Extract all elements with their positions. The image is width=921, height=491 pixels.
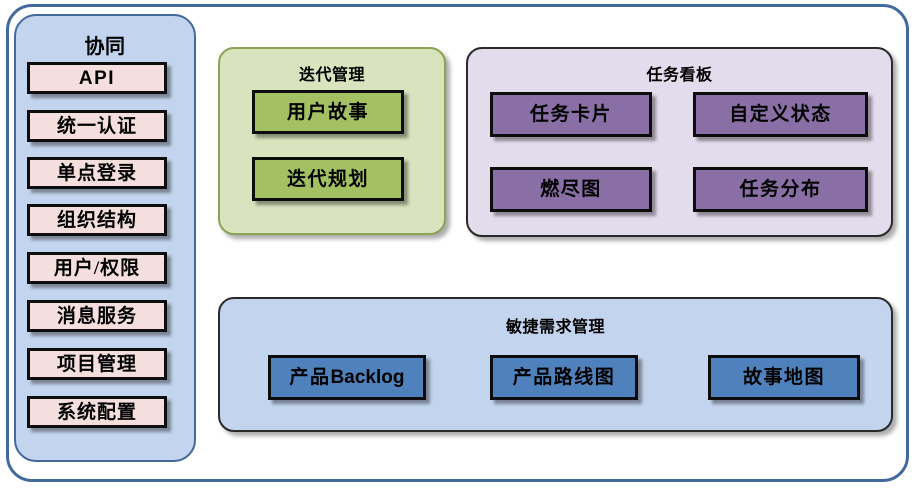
task-board-title: 任务看板: [646, 67, 713, 84]
sidebar-item-api[interactable]: API: [27, 62, 167, 94]
agile-item-story-map[interactable]: 故事地图: [708, 355, 860, 400]
iteration-management-panel: 迭代管理: [218, 47, 446, 235]
sidebar-title: 协同: [84, 36, 126, 58]
iteration-item-iteration-plan[interactable]: 迭代规划: [252, 157, 404, 201]
sidebar-item-system-config[interactable]: 系统配置: [27, 396, 167, 428]
agile-item-product-backlog-cjk: 产品: [289, 367, 331, 388]
task-board-item-task-distribution[interactable]: 任务分布: [693, 167, 868, 212]
outer-frame: [6, 4, 909, 482]
sidebar-item-user-permission[interactable]: 用户/权限: [27, 252, 167, 284]
agile-item-product-roadmap[interactable]: 产品路线图: [490, 355, 638, 400]
sidebar-item-unified-auth[interactable]: 统一认证: [27, 110, 167, 142]
sidebar-item-sso[interactable]: 单点登录: [27, 157, 167, 189]
sidebar-item-org-structure[interactable]: 组织结构: [27, 204, 167, 236]
agile-item-product-backlog-latin: Backlog: [330, 367, 405, 388]
task-board-item-custom-status[interactable]: 自定义状态: [693, 92, 868, 137]
sidebar-item-project-mgmt[interactable]: 项目管理: [27, 348, 167, 380]
task-board-item-task-card[interactable]: 任务卡片: [490, 92, 652, 137]
iteration-management-title: 迭代管理: [298, 67, 365, 84]
sidebar-item-message-service[interactable]: 消息服务: [27, 300, 167, 332]
agile-requirement-title: 敏捷需求管理: [505, 319, 605, 336]
task-board-item-burndown-chart[interactable]: 燃尽图: [490, 167, 652, 212]
iteration-item-user-story[interactable]: 用户故事: [252, 90, 404, 134]
